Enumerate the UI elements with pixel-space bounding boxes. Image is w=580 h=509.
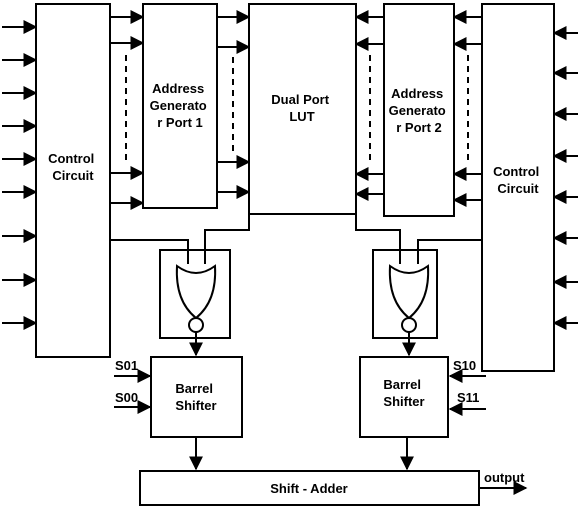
addr-gen-2-label: Address Generato r Port 2 <box>389 86 450 135</box>
control-left-label: Control Circuit <box>48 151 98 183</box>
barrel-shifter-right <box>359 356 449 438</box>
s01-label: S01 <box>115 358 138 373</box>
s11-label: S11 <box>457 390 479 405</box>
ctrl-left-to-addr1-bus <box>110 10 145 210</box>
s10-label: S10 <box>453 358 476 373</box>
gate-frame-right <box>372 249 438 339</box>
gate-frame-left <box>159 249 231 339</box>
right-gate-input-wires <box>355 214 482 264</box>
control-circuit-right <box>481 3 555 372</box>
barrel-shifter-left <box>150 356 243 438</box>
control-right-label: Control Circuit <box>493 164 543 196</box>
shift-adder-label: Shift - Adder <box>270 481 348 496</box>
barrel-right-label: Barrel Shifter <box>383 377 424 409</box>
lut-label: Dual Port LUT <box>271 92 332 124</box>
addr1-to-lut-bus <box>217 10 251 199</box>
addr2-to-lut-bus <box>354 10 384 201</box>
right-control-inputs <box>552 26 578 330</box>
address-generator-port2 <box>383 3 455 217</box>
dual-port-lut <box>248 3 357 215</box>
output-label: output <box>484 470 525 485</box>
control-circuit-left <box>35 3 111 358</box>
address-generator-port1 <box>142 3 218 209</box>
shift-adder <box>139 470 480 506</box>
barrel-left-label: Barrel Shifter <box>175 381 216 413</box>
left-control-inputs <box>2 20 38 330</box>
s00-label: S00 <box>115 390 138 405</box>
left-gate-input-wires <box>110 214 250 264</box>
addr-gen-1-label: Address Generato r Port 1 <box>150 81 211 130</box>
ctrl-right-to-addr2-bus <box>452 10 482 207</box>
